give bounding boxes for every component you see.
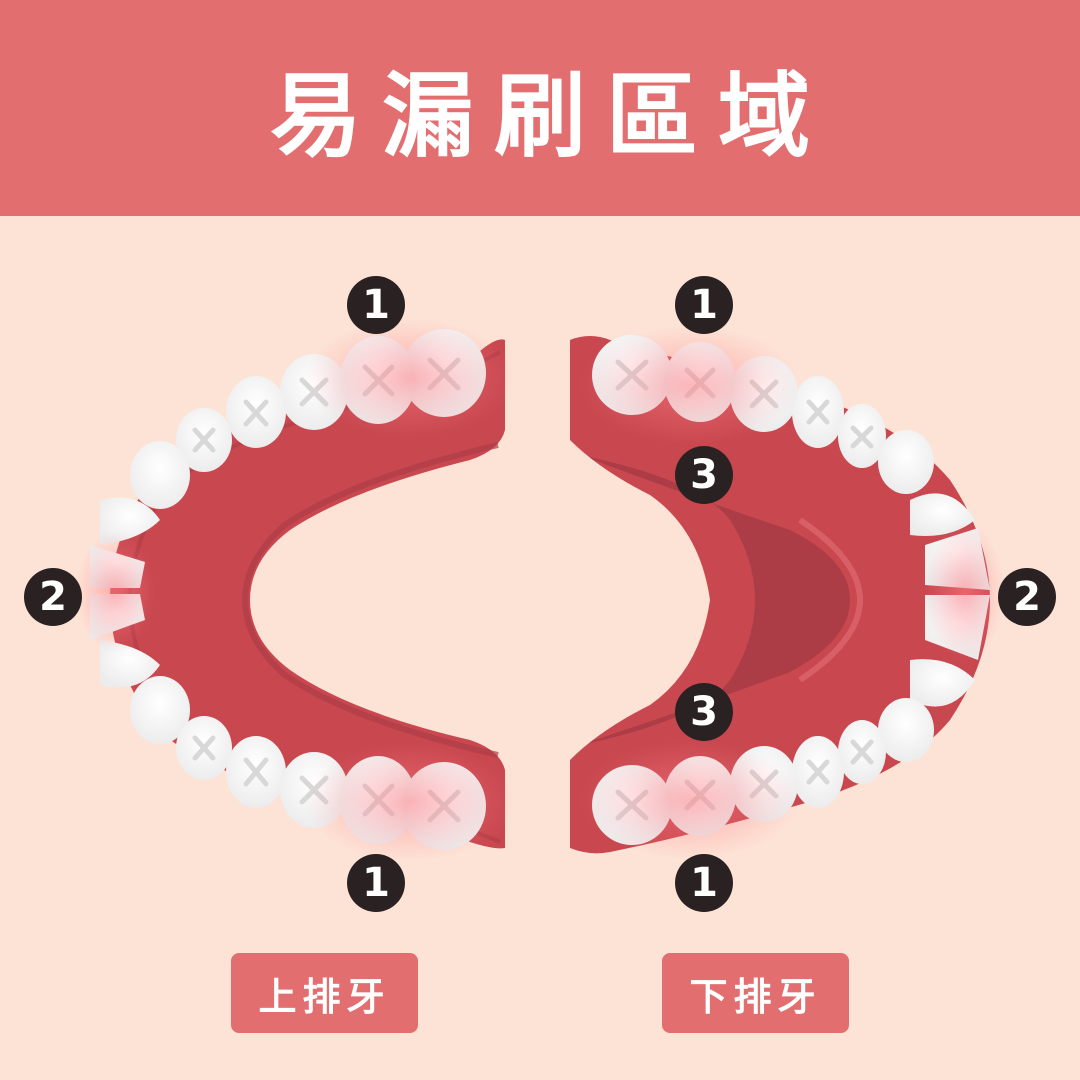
lower-inner-top-marker: 3 (675, 446, 733, 504)
upper-palate-opening (250, 430, 505, 770)
lower-problem-highlights (580, 325, 1005, 860)
lower-back-marker: 2 (998, 568, 1056, 626)
header-bar: 易漏刷區域 (0, 0, 1080, 216)
page-title: 易漏刷區域 (269, 62, 830, 170)
upper-teeth-label: 上排牙 (231, 953, 418, 1033)
lower-inner-highlight (798, 517, 864, 683)
upper-palate-shadow (241, 442, 499, 758)
lower-front-bottom-marker: 1 (675, 854, 733, 912)
lower-inner-bottom-marker: 3 (675, 683, 733, 741)
upper-front-bottom-marker: 1 (347, 854, 405, 912)
lower-jaw (570, 325, 1005, 860)
upper-problem-highlights (75, 318, 515, 862)
lower-inner-floor (580, 455, 850, 745)
upper-back-marker: 2 (24, 568, 82, 626)
upper-front-top-marker: 1 (347, 276, 405, 334)
lower-tongue-opening (570, 440, 710, 760)
upper-jaw (75, 318, 515, 862)
lower-teeth-label: 下排牙 (662, 953, 849, 1033)
lower-front-top-marker: 1 (675, 276, 733, 334)
